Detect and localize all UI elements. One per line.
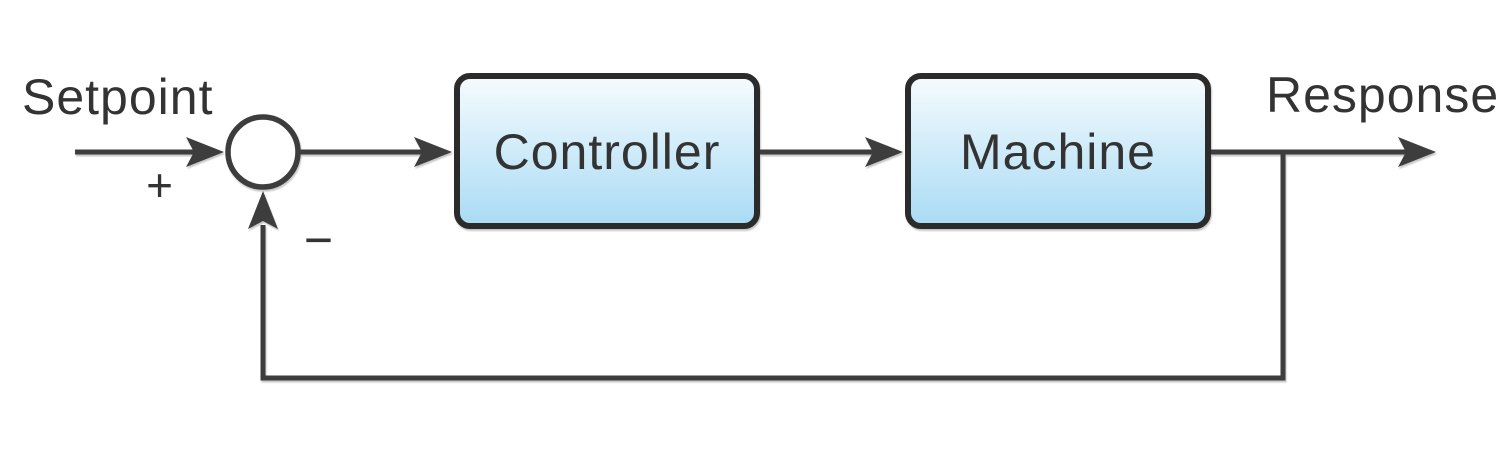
feedback-wire: [260, 152, 1286, 381]
setpoint-arrowhead-icon: [186, 137, 224, 167]
machine-block-label: Machine: [960, 124, 1156, 180]
machine-block: [905, 73, 1211, 229]
controller-block: [454, 73, 760, 229]
response-arrowhead-icon: [1398, 137, 1436, 167]
feedback-arrowhead-icon: [248, 191, 278, 229]
plus-sign-label: +: [146, 159, 174, 211]
summing-junction: [225, 114, 301, 190]
setpoint-label: Setpoint: [22, 69, 213, 125]
error-arrowhead-icon: [414, 137, 452, 167]
control-arrowhead-icon: [865, 137, 903, 167]
minus-sign-label: −: [304, 212, 334, 268]
controller-block-label: Controller: [494, 124, 721, 180]
response-label: Response: [1266, 67, 1497, 123]
